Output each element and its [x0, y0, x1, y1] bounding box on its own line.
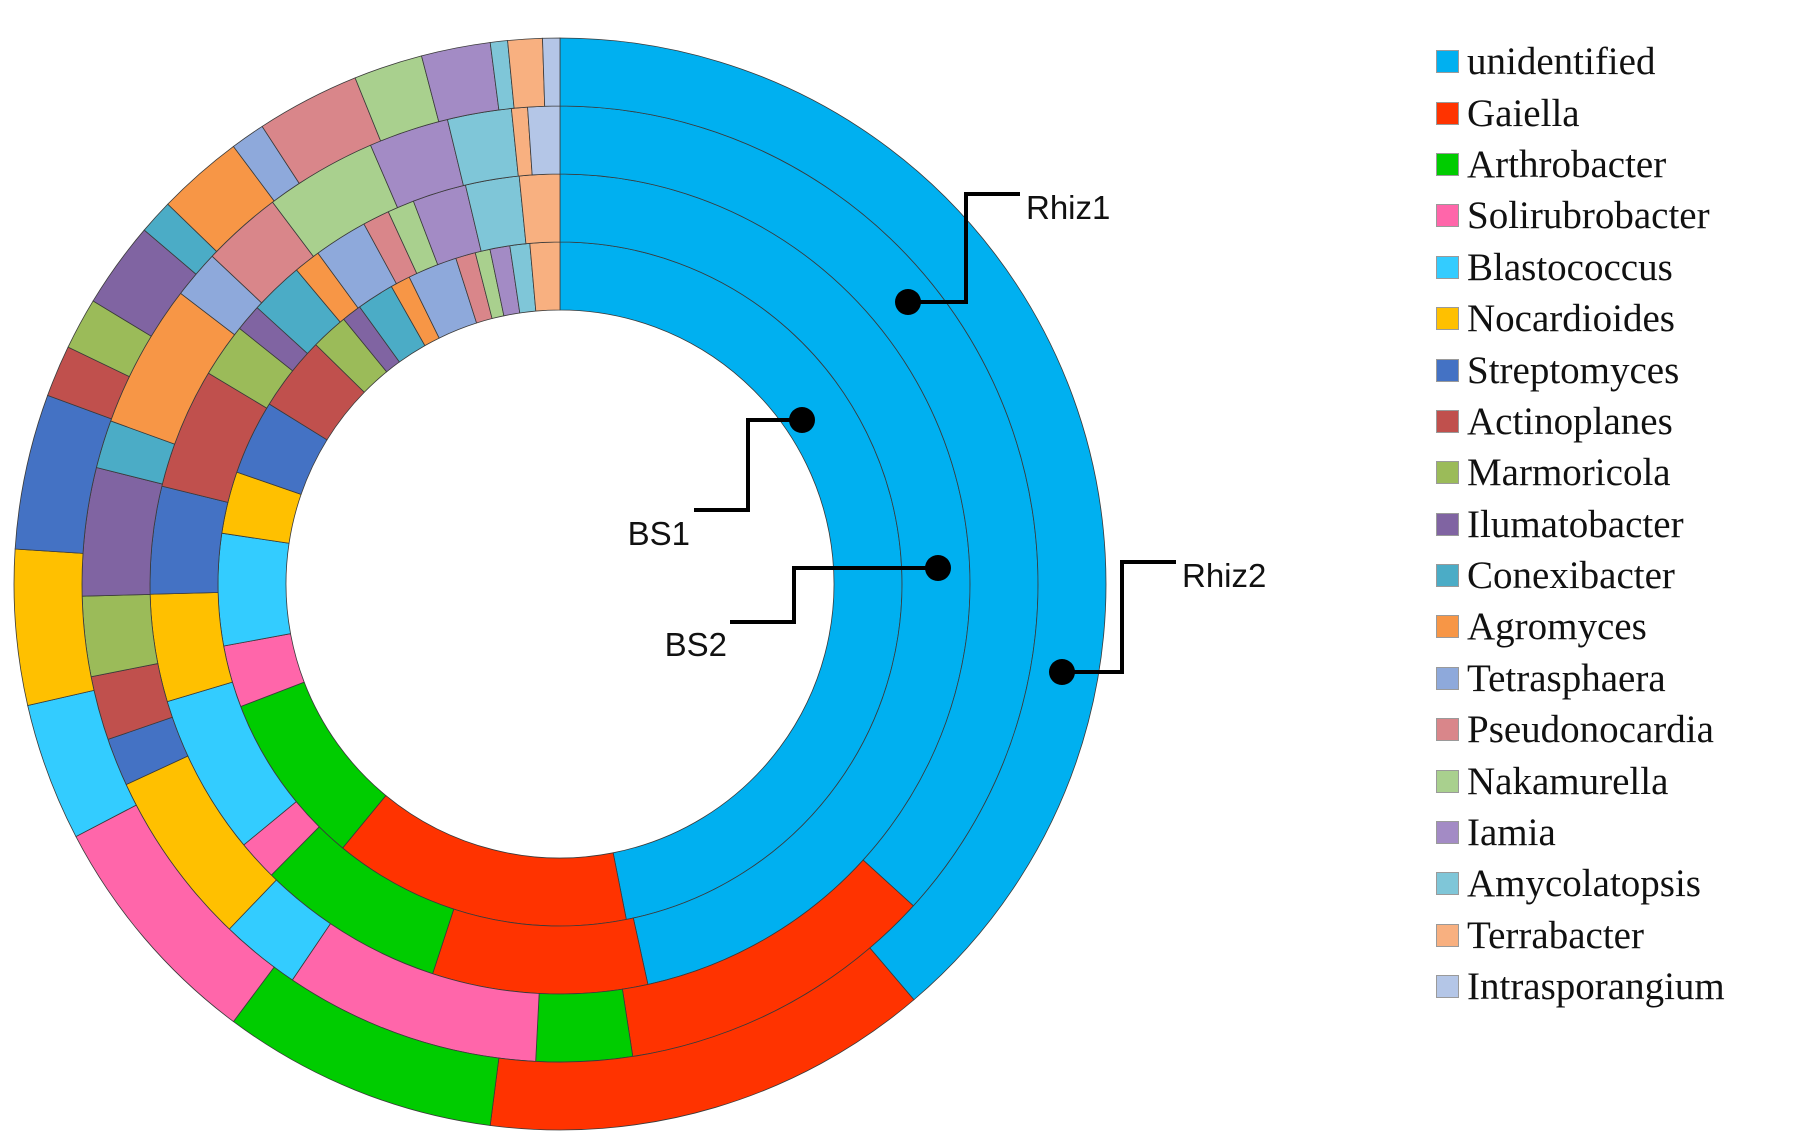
ring-rhiz2 [13, 37, 1107, 1131]
legend-item: Tetrasphaera [1436, 653, 1796, 704]
legend-item: Iamia [1436, 807, 1796, 858]
legend-item: Intrasporangium [1436, 961, 1796, 1012]
legend-label: Actinoplanes [1467, 399, 1673, 443]
slice-rhiz1-ilumatobacter [81, 467, 163, 597]
callout-dot-rhiz1 [895, 289, 921, 315]
legend-item: Ilumatobacter [1436, 499, 1796, 550]
ring-label-bs1: BS1 [628, 515, 690, 552]
legend-swatch [1436, 358, 1459, 382]
legend-item: Gaiella [1436, 87, 1796, 138]
legend-swatch [1436, 872, 1459, 896]
slice-rhiz1-marmoricola [81, 594, 159, 678]
legend-item: Conexibacter [1436, 550, 1796, 601]
ring-label-rhiz2: Rhiz2 [1182, 557, 1266, 594]
legend-label: Conexibacter [1467, 554, 1675, 598]
callout-dot-bs1 [789, 407, 815, 433]
legend-item: Terrabacter [1436, 910, 1796, 961]
slice-bs2-terrabacter [518, 173, 561, 245]
legend-swatch [1436, 564, 1459, 588]
callout-line-bs1 [694, 418, 802, 512]
legend-label: Nakamurella [1467, 759, 1669, 803]
legend-item: Actinoplanes [1436, 396, 1796, 447]
legend-swatch [1436, 615, 1459, 639]
legend-swatch [1436, 512, 1459, 536]
legend-item: Amycolatopsis [1436, 858, 1796, 909]
legend-label: Amycolatopsis [1467, 862, 1701, 906]
legend-swatch [1436, 461, 1459, 485]
legend-swatch [1436, 923, 1459, 947]
legend-swatch [1436, 666, 1459, 690]
slice-rhiz2-terrabacter [507, 37, 546, 109]
legend-label: Tetrasphaera [1467, 656, 1666, 700]
ring-label-bs2: BS2 [665, 626, 727, 663]
slice-rhiz2-intrasporangium [542, 37, 561, 107]
legend-label: Marmoricola [1467, 451, 1671, 495]
slice-rhiz2-unidentified [559, 37, 1107, 1001]
legend-item: Agromyces [1436, 601, 1796, 652]
legend-label: Intrasporangium [1467, 965, 1725, 1009]
legend-label: Arthrobacter [1467, 142, 1667, 186]
ring-bs2 [149, 173, 971, 995]
callout-line-rhiz1 [908, 192, 1020, 304]
chart-rings [13, 37, 1107, 1131]
legend-swatch [1436, 307, 1459, 331]
slice-rhiz1-intrasporangium [527, 105, 561, 176]
legend-label: Terrabacter [1467, 913, 1644, 957]
slice-bs2-streptomyces [149, 485, 229, 595]
legend-item: unidentified [1436, 36, 1796, 87]
ring-bs1 [217, 241, 903, 927]
legend-label: Ilumatobacter [1467, 502, 1684, 546]
slice-rhiz1-arthrobacter [535, 988, 634, 1063]
legend-swatch [1436, 409, 1459, 433]
legend-label: Nocardioides [1467, 297, 1675, 341]
callout-dot-bs2 [925, 555, 951, 581]
legend-item: Nocardioides [1436, 293, 1796, 344]
slice-rhiz2-nocardioides [13, 548, 95, 706]
legend-item: Marmoricola [1436, 447, 1796, 498]
legend-swatch [1436, 821, 1459, 845]
legend-label: Solirubrobacter [1467, 194, 1710, 238]
callout-line-bs2 [730, 566, 938, 624]
legend-label: Blastococcus [1467, 245, 1673, 289]
legend-swatch [1436, 101, 1459, 125]
legend-label: Pseudonocardia [1467, 708, 1714, 752]
legend-label: Gaiella [1467, 91, 1580, 135]
legend-swatch [1436, 50, 1459, 74]
legend-label: unidentified [1467, 40, 1656, 84]
legend-item: Streptomyces [1436, 344, 1796, 395]
callout-line-rhiz2 [1062, 560, 1176, 674]
callout-dot-rhiz2 [1049, 659, 1075, 685]
legend-swatch [1436, 718, 1459, 742]
legend-label: Streptomyces [1467, 348, 1680, 392]
legend-swatch [1436, 152, 1459, 176]
legend-item: Arthrobacter [1436, 139, 1796, 190]
legend-label: Agromyces [1467, 605, 1647, 649]
legend-item: Nakamurella [1436, 755, 1796, 806]
ring-label-rhiz1: Rhiz1 [1026, 189, 1110, 226]
legend-swatch [1436, 769, 1459, 793]
legend-item: Blastococcus [1436, 242, 1796, 293]
legend-swatch [1436, 204, 1459, 228]
legend-swatch [1436, 975, 1459, 999]
legend-item: Pseudonocardia [1436, 704, 1796, 755]
legend-label: Iamia [1467, 811, 1556, 855]
legend-swatch [1436, 255, 1459, 279]
slice-bs1-blastococcus [217, 532, 292, 647]
legend-item: Solirubrobacter [1436, 190, 1796, 241]
